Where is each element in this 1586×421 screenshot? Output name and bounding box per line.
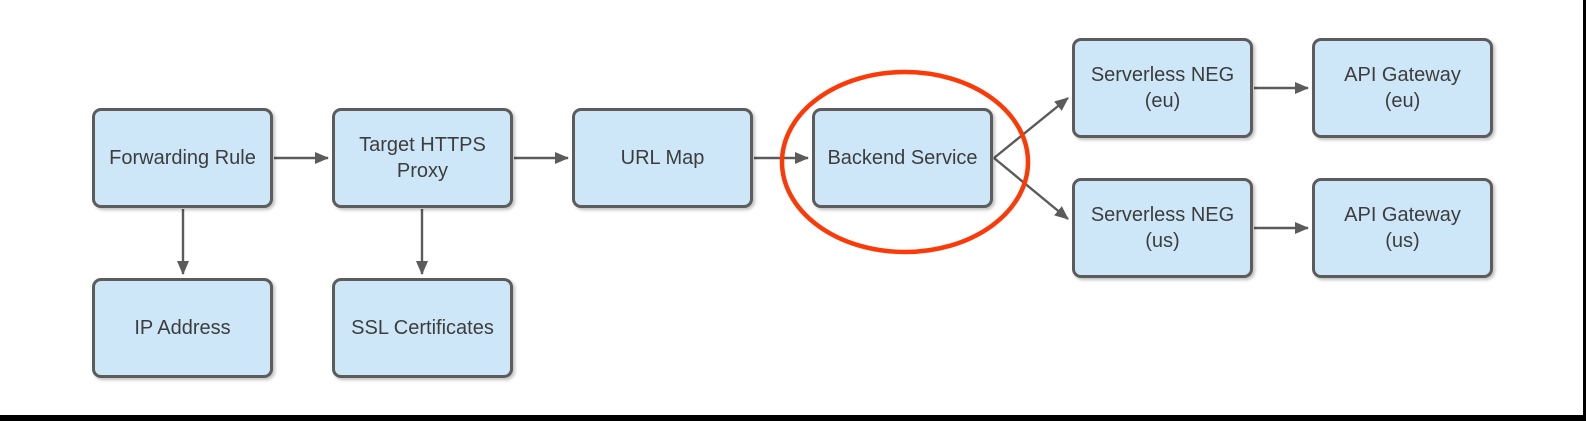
node-label: Target HTTPS Proxy: [359, 133, 486, 182]
node-url-map: URL Map: [572, 108, 753, 208]
node-ip-address: IP Address: [92, 278, 273, 378]
node-label: Forwarding Rule: [109, 146, 256, 169]
edge-backend-service-to-serverless-neg-us: [993, 157, 1069, 220]
node-label: SSL Certificates: [351, 316, 494, 339]
node-target-https-proxy: Target HTTPS Proxy: [332, 108, 513, 208]
edge-backend-service-to-serverless-neg-eu: [993, 97, 1069, 159]
node-label: URL Map: [620, 146, 705, 169]
frame-border-bottom: [0, 415, 1586, 421]
node-serverless-neg-us: Serverless NEG (us): [1072, 178, 1253, 278]
node-label: Serverless NEG (us): [1090, 203, 1235, 252]
node-label: Backend Service: [827, 146, 978, 169]
node-forwarding-rule: Forwarding Rule: [92, 108, 273, 208]
node-label: API Gateway (eu): [1344, 63, 1461, 112]
node-label: IP Address: [134, 316, 231, 339]
node-label: Serverless NEG (eu): [1090, 63, 1235, 112]
node-serverless-neg-eu: Serverless NEG (eu): [1072, 38, 1253, 138]
node-label: API Gateway (us): [1344, 203, 1461, 252]
node-api-gateway-us: API Gateway (us): [1312, 178, 1493, 278]
frame-border-right: [1583, 0, 1586, 421]
node-backend-service: Backend Service: [812, 108, 993, 208]
node-ssl-certificates: SSL Certificates: [332, 278, 513, 378]
node-api-gateway-eu: API Gateway (eu): [1312, 38, 1493, 138]
